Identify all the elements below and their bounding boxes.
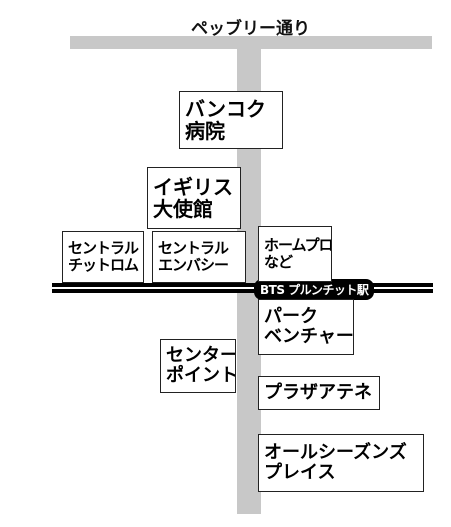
label-text: ホームプロ	[264, 236, 332, 255]
road-name-label: ペッブリー通り	[191, 19, 310, 39]
label-text: など	[264, 253, 293, 271]
label-text: エンバシー	[158, 256, 229, 274]
label-text: バンコク	[185, 96, 266, 121]
bts-ploenchit-station[interactable]: BTS プルンチット駅	[254, 279, 375, 300]
label-text: パーク	[264, 305, 318, 327]
label-bangkok-hospital[interactable]: バンコク 病院	[179, 91, 283, 149]
label-text: チットロム	[68, 256, 139, 274]
label-text: プレイス	[264, 462, 336, 483]
bts-rail-center-stripe	[52, 287, 433, 289]
label-central-embassy[interactable]: セントラル エンバシー	[152, 231, 246, 283]
label-four-seasons-place[interactable]: オールシーズンズ プレイス	[258, 434, 424, 492]
label-text: プラザアテネ	[264, 381, 372, 403]
label-central-chidlom[interactable]: セントラル チットロム	[62, 231, 144, 283]
label-text: センター	[166, 344, 236, 366]
label-text: 病院	[185, 119, 225, 143]
label-plaza-athenee[interactable]: プラザアテネ	[258, 376, 380, 410]
label-text: ポイント	[166, 365, 236, 386]
label-text: セントラル	[68, 239, 139, 258]
label-homepro[interactable]: ホームプロ など	[258, 226, 332, 282]
label-park-ventures[interactable]: パーク ベンチャー	[258, 299, 354, 355]
label-british-embassy[interactable]: イギリス 大使館	[147, 167, 241, 229]
label-center-point[interactable]: センター ポイント	[160, 339, 236, 393]
label-text: ベンチャー	[264, 326, 354, 347]
label-text: セントラル	[158, 239, 229, 258]
label-text: イギリス	[153, 174, 233, 199]
label-text: オールシーズンズ	[264, 441, 407, 463]
label-text: 大使館	[153, 197, 213, 221]
